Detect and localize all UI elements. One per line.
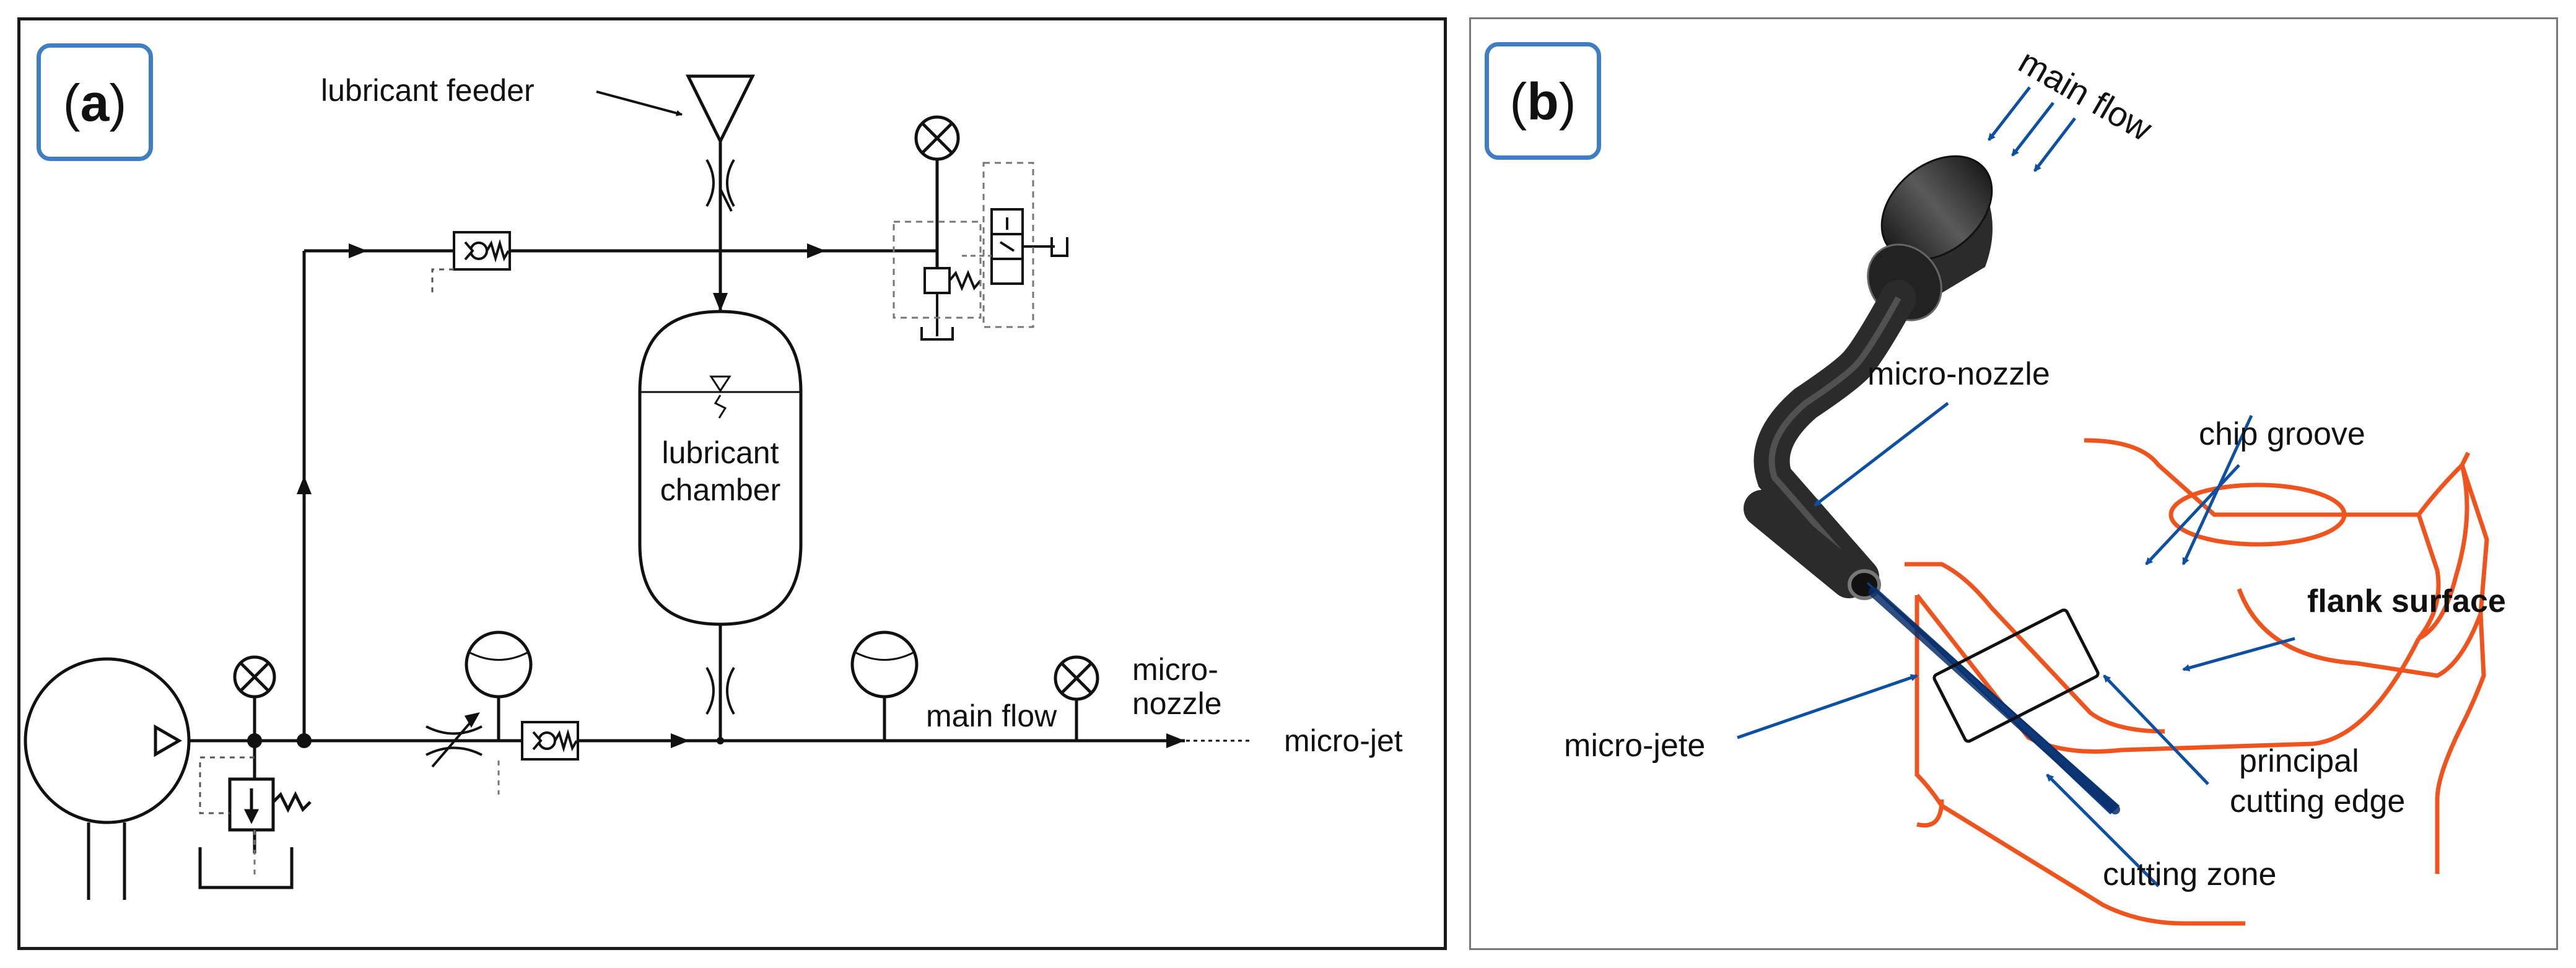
label-cutting-edge: cutting edge — [2230, 783, 2405, 819]
pump-icon — [24, 657, 191, 900]
gauge-crossed-icon — [1054, 655, 1099, 741]
badge-b-close: ) — [1558, 72, 1576, 131]
label-micro-nozzle: micro-nozzle — [1867, 356, 2050, 392]
relief-valve-icon — [198, 741, 312, 889]
panel-a-schematic: (a) — [17, 17, 1447, 950]
label-main-flow: main flow — [926, 699, 1057, 733]
throttle-icon — [705, 159, 735, 212]
badge-a-close: ) — [109, 74, 127, 132]
junction-dot — [717, 737, 724, 744]
schematic-diagram: lubricant feeder lubricant chamber main … — [24, 73, 1403, 900]
label-chamber: chamber — [660, 473, 781, 507]
flow-gauge-icon — [850, 630, 919, 741]
badge-b-letter: b — [1527, 72, 1559, 131]
check-valve-icon — [453, 231, 511, 271]
label-lubricant-feeder: lubricant feeder — [321, 73, 535, 108]
label-main-flow: main flow — [2012, 41, 2159, 149]
directional-valve-icon — [990, 208, 1068, 285]
label-chip-groove: chip groove — [2199, 416, 2365, 452]
flow-gauge-icon — [465, 630, 533, 741]
pressure-valve-icon — [920, 267, 982, 341]
badge-a-open: ( — [63, 74, 81, 132]
adjustable-throttle-icon — [426, 712, 482, 768]
label-principal: principal — [2239, 743, 2359, 779]
junction-dot — [297, 733, 312, 748]
label-micro-jete: micro-jete — [1564, 728, 1705, 764]
panel-a-badge: (a) — [37, 43, 153, 161]
label-flank-surface: flank surface — [2307, 583, 2506, 619]
panel-b-badge: (b) — [1485, 42, 1601, 160]
lubricant-feeder-icon — [685, 74, 756, 145]
gauge-crossed-icon — [914, 115, 960, 284]
badge-a-letter: a — [80, 74, 110, 132]
cutting-zone-box — [1932, 608, 2100, 743]
throttle-icon — [705, 666, 735, 715]
label-micro-jet: micro-jet — [1284, 723, 1403, 758]
panel-b-illustration: (b) — [1469, 17, 2558, 950]
label-lubricant: lubricant — [662, 435, 779, 470]
label-micro: micro- — [1132, 652, 1218, 687]
lubricant-chamber-icon — [638, 310, 803, 626]
badge-b-open: ( — [1509, 72, 1527, 131]
label-nozzle: nozzle — [1132, 686, 1222, 721]
gauge-crossed-icon — [233, 655, 276, 741]
check-valve-icon — [521, 721, 579, 761]
label-cutting-zone: cutting zone — [2103, 857, 2276, 892]
tool-illustration: main flow micro-nozzle chip groove flank… — [1564, 41, 2506, 926]
